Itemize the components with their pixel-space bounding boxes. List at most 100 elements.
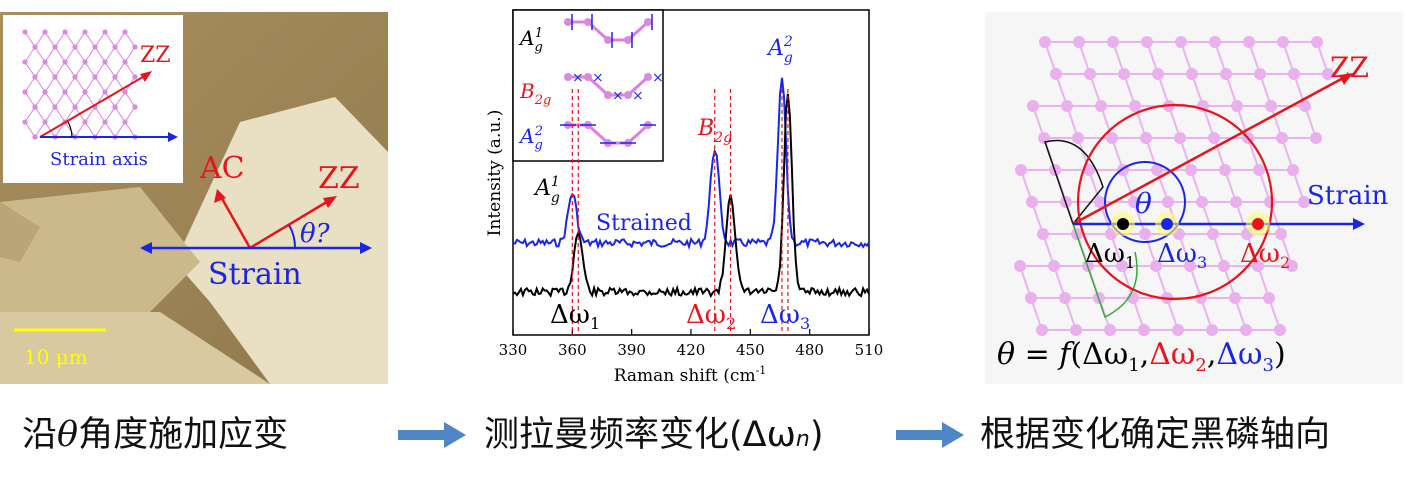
lattice-atom bbox=[1277, 36, 1289, 48]
lattice-atom bbox=[42, 29, 48, 35]
delta-3-dot bbox=[1161, 218, 1173, 230]
lattice-atom bbox=[122, 119, 128, 125]
lattice-bond bbox=[124, 61, 136, 78]
lattice-atom bbox=[1276, 132, 1288, 144]
lattice-atom bbox=[1275, 228, 1287, 240]
lattice-atom bbox=[1218, 260, 1230, 272]
lattice-atom bbox=[112, 44, 118, 50]
lattice-atom bbox=[52, 44, 58, 50]
zz-arrow bbox=[249, 198, 331, 250]
theta-question-label: θ? bbox=[300, 219, 331, 249]
lattice-atom bbox=[1104, 324, 1116, 336]
lattice-bond bbox=[34, 106, 46, 123]
lattice-bond bbox=[34, 31, 46, 48]
lattice-schematic-svg: ZZ Strain θ Δω1 Δω3 Δω2 θ = f(Δω1,Δω2,Δω… bbox=[997, 36, 1389, 376]
lattice-atom bbox=[1252, 260, 1264, 272]
lattice-atom bbox=[72, 74, 78, 80]
lattice-bond bbox=[34, 91, 46, 108]
y-axis-label: Intensity (a.u.) bbox=[485, 110, 505, 237]
lattice-bond bbox=[44, 106, 56, 123]
delta-omega-2-label: Δω2 bbox=[1240, 239, 1290, 272]
inset-zz-label: ZZ bbox=[140, 43, 171, 68]
lattice-atom bbox=[1310, 132, 1322, 144]
lattice-atom bbox=[1229, 292, 1241, 304]
lattice-atom bbox=[1039, 36, 1051, 48]
lattice-bond bbox=[54, 106, 66, 123]
lattice-atom bbox=[1288, 68, 1300, 80]
lattice-bond bbox=[24, 121, 36, 138]
lattice-atom bbox=[1015, 164, 1027, 176]
strain-label: Strain bbox=[208, 257, 302, 292]
lattice-atom bbox=[82, 59, 88, 65]
lattice-atom bbox=[1151, 164, 1163, 176]
lattice-atom bbox=[1207, 228, 1219, 240]
lattice-atom bbox=[102, 89, 108, 95]
optical-image-svg: ZZ Strain axis AC ZZ θ? Strain 10 μm bbox=[0, 12, 388, 384]
green-arc bbox=[1072, 223, 1138, 319]
lattice-bond bbox=[104, 106, 116, 123]
strain-arrowhead-left bbox=[140, 242, 152, 254]
lattice-bond bbox=[24, 106, 36, 123]
lattice-atom bbox=[1286, 260, 1298, 272]
lattice-atom bbox=[52, 74, 58, 80]
lattice-bond bbox=[54, 61, 66, 78]
mode-bond bbox=[586, 75, 610, 97]
lattice-atom bbox=[1025, 292, 1037, 304]
delta-1-dot bbox=[1117, 218, 1129, 230]
mode-atom bbox=[564, 18, 572, 26]
lattice-atom bbox=[122, 29, 128, 35]
lattice-atom bbox=[1186, 68, 1198, 80]
lattice-bond bbox=[34, 76, 46, 93]
lattice-atom bbox=[1116, 260, 1128, 272]
lattice-atom bbox=[1095, 100, 1107, 112]
lattice-bond bbox=[44, 91, 56, 108]
lattice-atom bbox=[1175, 36, 1187, 48]
lattice-atom bbox=[1219, 164, 1231, 176]
lattice-atom bbox=[1014, 260, 1026, 272]
caption-step-3: 根据变化确定黑磷轴向 bbox=[980, 415, 1331, 455]
flake-bright-region bbox=[175, 97, 388, 384]
lattice-bond bbox=[94, 121, 106, 138]
lattice-atom bbox=[1253, 164, 1265, 176]
lattice-bond bbox=[114, 31, 126, 48]
lattice-atom bbox=[1129, 100, 1141, 112]
lattice-bond bbox=[64, 121, 76, 138]
caption-step-1: 沿θ角度施加应变 bbox=[22, 415, 289, 455]
flake-mid-region bbox=[0, 187, 200, 312]
lattice-atom bbox=[1243, 36, 1255, 48]
lattice-bond bbox=[64, 91, 76, 108]
lattice-atom bbox=[32, 134, 38, 140]
lattice-atom bbox=[1263, 292, 1275, 304]
lattice-bond bbox=[54, 46, 66, 63]
delta-omega-3-label: Δω3 bbox=[1157, 239, 1207, 272]
lattice-bond bbox=[84, 106, 96, 123]
lattice-bond bbox=[74, 91, 86, 108]
lattice-bond bbox=[94, 61, 106, 78]
lattice-bond bbox=[44, 46, 56, 63]
lattice-bond bbox=[34, 121, 46, 138]
red-circle-arc bbox=[1076, 103, 1274, 301]
lattice-schematic-panel: ZZ Strain θ Δω1 Δω3 Δω2 θ = f(Δω1,Δω2,Δω… bbox=[985, 12, 1403, 384]
lattice-bond bbox=[114, 91, 126, 108]
lattice-atom bbox=[132, 74, 138, 80]
flow-arrow-2 bbox=[896, 422, 964, 448]
lattice-atom bbox=[122, 59, 128, 65]
strain-label: Strain bbox=[1307, 181, 1389, 211]
lattice-bond bbox=[74, 31, 86, 48]
lattice-bond bbox=[104, 46, 116, 63]
lattice-bond bbox=[124, 91, 136, 108]
lattice-atom bbox=[82, 89, 88, 95]
strain-arrowhead bbox=[1353, 218, 1365, 230]
lattice-bond bbox=[84, 91, 96, 108]
lattice-atom bbox=[1072, 132, 1084, 144]
lattice-bond bbox=[94, 46, 106, 63]
lattice-bond bbox=[124, 121, 136, 138]
lattice-bond bbox=[34, 61, 46, 78]
optical-image-panel: ZZ Strain axis AC ZZ θ? Strain 10 μm bbox=[0, 12, 388, 384]
lattice-atom bbox=[1050, 68, 1062, 80]
lattice-bond bbox=[64, 106, 76, 123]
strained-label: Strained bbox=[596, 211, 692, 236]
lattice-bond bbox=[24, 76, 36, 93]
lattice-bond bbox=[124, 46, 136, 63]
